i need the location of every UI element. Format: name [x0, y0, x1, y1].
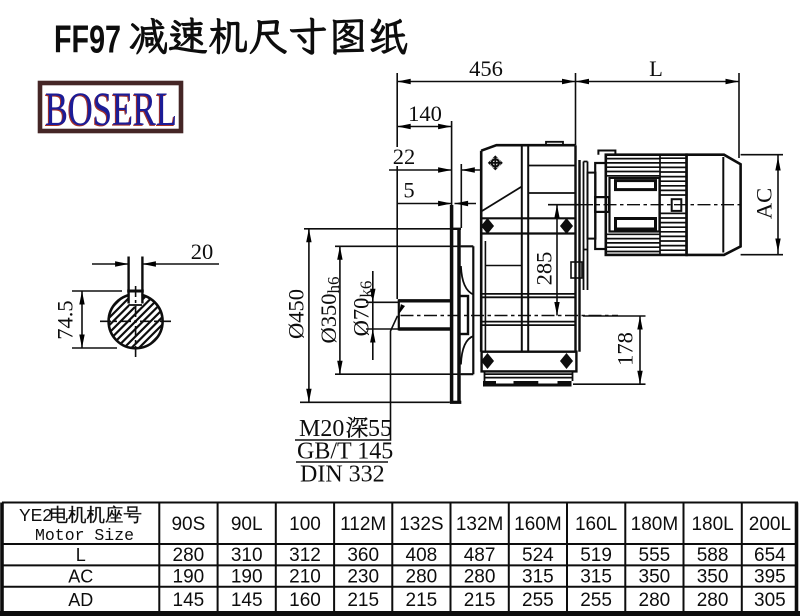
svg-text:190: 190: [231, 567, 263, 588]
svg-text:285: 285: [532, 252, 557, 286]
svg-text:Ø70k6: Ø70k6: [349, 281, 376, 337]
svg-text:255: 255: [580, 590, 612, 611]
svg-text:350: 350: [639, 567, 671, 588]
svg-text:M20: M20: [299, 416, 344, 442]
svg-text:180L: 180L: [691, 514, 733, 535]
svg-text:312: 312: [289, 545, 321, 566]
svg-text:524: 524: [522, 545, 554, 566]
svg-text:22: 22: [393, 144, 416, 169]
svg-text:215: 215: [406, 590, 438, 611]
svg-text:280: 280: [464, 567, 496, 588]
svg-text:654: 654: [754, 545, 786, 566]
svg-text:160M: 160M: [514, 514, 562, 535]
svg-text:315: 315: [522, 567, 554, 588]
svg-text:145: 145: [231, 590, 263, 611]
svg-text:AC: AC: [752, 188, 777, 219]
svg-text:180M: 180M: [631, 514, 679, 535]
svg-text:519: 519: [580, 545, 612, 566]
svg-text:200L: 200L: [749, 514, 791, 535]
svg-text:BOSERL: BOSERL: [44, 84, 176, 137]
svg-text:210: 210: [289, 567, 321, 588]
svg-text:360: 360: [347, 545, 379, 566]
svg-text:Motor Size: Motor Size: [35, 526, 134, 545]
svg-text:160: 160: [289, 590, 321, 611]
svg-text:BOSERL: BOSERL: [45, 83, 177, 136]
svg-text:90S: 90S: [171, 514, 205, 535]
svg-text:AC: AC: [68, 567, 93, 587]
svg-text:145: 145: [173, 590, 205, 611]
svg-text:20: 20: [191, 239, 214, 264]
svg-text:90L: 90L: [231, 514, 263, 535]
svg-text:310: 310: [231, 545, 263, 566]
svg-text:178: 178: [613, 332, 638, 366]
svg-text:255: 255: [522, 590, 554, 611]
svg-text:5: 5: [403, 178, 414, 203]
svg-text:112M: 112M: [340, 514, 386, 535]
svg-text:280: 280: [697, 590, 729, 611]
svg-text:Ø350h6: Ø350h6: [316, 277, 343, 344]
svg-text:160L: 160L: [575, 514, 617, 535]
svg-text:395: 395: [754, 567, 786, 588]
svg-text:315: 315: [580, 567, 612, 588]
svg-text:132M: 132M: [456, 514, 504, 535]
svg-text:GB/T 145: GB/T 145: [297, 439, 393, 465]
svg-text:456: 456: [469, 56, 503, 81]
svg-text:L: L: [649, 56, 663, 81]
svg-text:74.5: 74.5: [53, 300, 78, 339]
svg-text:280: 280: [173, 545, 205, 566]
svg-text:190: 190: [173, 567, 205, 588]
svg-text:55: 55: [368, 416, 392, 442]
svg-text:Ø450: Ø450: [284, 289, 309, 339]
svg-text:L: L: [76, 545, 86, 565]
svg-text:350: 350: [697, 567, 729, 588]
svg-text:305: 305: [754, 590, 786, 611]
svg-text:YE2: YE2: [19, 505, 52, 525]
svg-text:215: 215: [464, 590, 496, 611]
svg-text:FF97: FF97: [54, 19, 121, 62]
svg-text:215: 215: [347, 590, 379, 611]
svg-text:140: 140: [408, 101, 442, 126]
svg-text:DIN 332: DIN 332: [300, 462, 385, 488]
svg-text:100: 100: [289, 514, 321, 535]
svg-text:408: 408: [406, 545, 438, 566]
svg-text:555: 555: [639, 545, 671, 566]
svg-text:588: 588: [697, 545, 729, 566]
svg-text:280: 280: [406, 567, 438, 588]
svg-text:AD: AD: [68, 590, 93, 610]
svg-text:230: 230: [347, 567, 379, 588]
svg-text:132S: 132S: [399, 514, 443, 535]
svg-text:487: 487: [464, 545, 496, 566]
svg-text:280: 280: [639, 590, 671, 611]
